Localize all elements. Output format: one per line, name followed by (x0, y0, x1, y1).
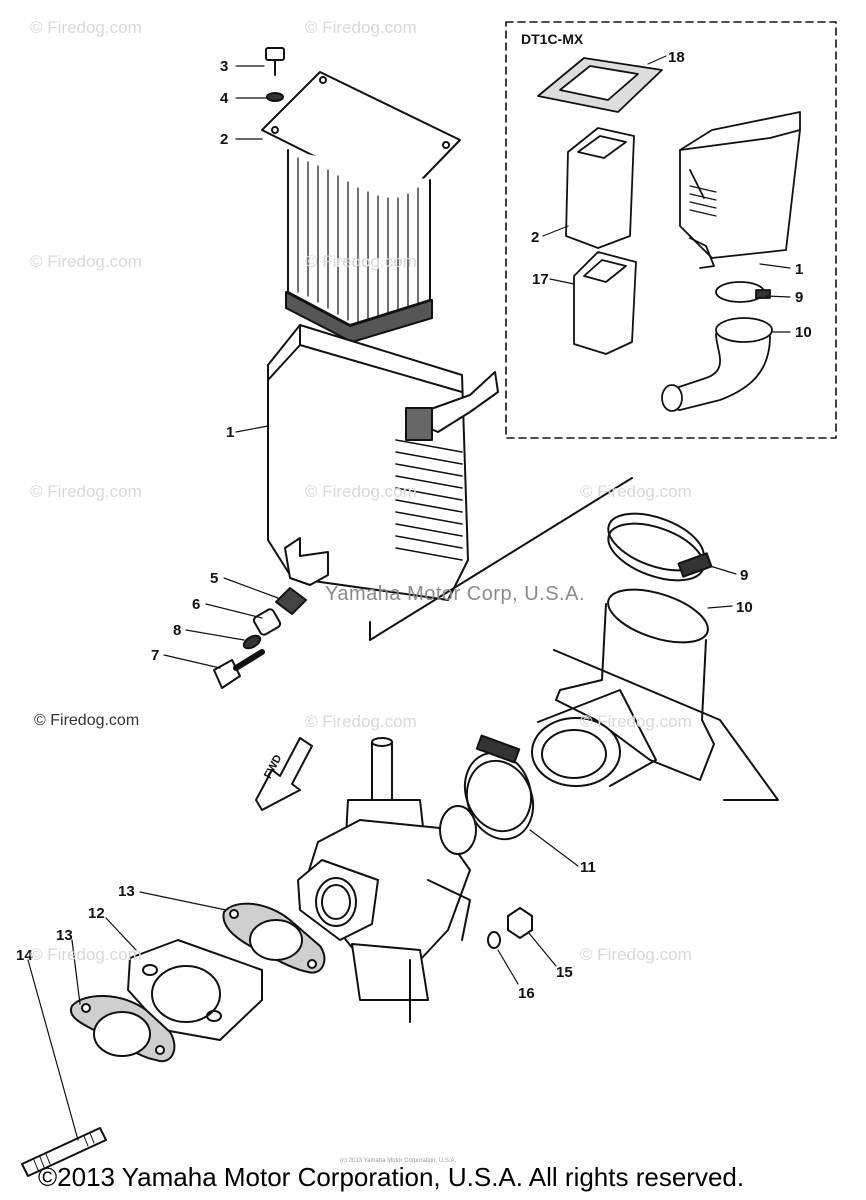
firedog-watermark: © Firedog.com (30, 252, 142, 271)
callout-10: 10 (736, 599, 753, 616)
callout-10-inset: 10 (795, 324, 812, 341)
callout-2: 2 (220, 131, 229, 148)
firedog-watermark: © Firedog.com (305, 712, 417, 731)
callout-14: 14 (16, 947, 33, 964)
callout-9: 9 (740, 567, 749, 584)
inset-title: DT1C-MX (521, 31, 584, 47)
firedog-watermark: © Firedog.com (305, 18, 417, 37)
firedog-watermark: © Firedog.com (580, 945, 692, 964)
callout-5: 5 (210, 570, 219, 587)
fwd-arrow (255, 737, 313, 811)
callout-18: 18 (668, 49, 685, 66)
callout-1: 1 (226, 424, 235, 441)
screw-part (265, 47, 285, 76)
callout-6: 6 (192, 596, 201, 613)
firedog-watermark-dark: © Firedog.com (34, 712, 140, 729)
firedog-watermark: © Firedog.com (580, 482, 692, 501)
nut-part (507, 907, 533, 939)
firedog-watermark: © Firedog.com (305, 482, 417, 501)
yamaha-watermark: Yamaha Motor Corp, U.S.A. (325, 583, 585, 605)
hose-clamp-9 (607, 512, 713, 582)
callout-3: 3 (220, 58, 229, 75)
callout-13-lower: 13 (56, 927, 73, 944)
washer-16 (487, 931, 501, 949)
firedog-watermark: © Firedog.com (30, 945, 142, 964)
callout-8: 8 (173, 622, 182, 639)
callout-1-inset: 1 (795, 261, 804, 278)
callout-4: 4 (220, 90, 229, 107)
inset-frame (505, 21, 837, 439)
callout-15: 15 (556, 964, 573, 981)
air-cleaner-case (267, 324, 499, 601)
gasket-13-upper (222, 902, 326, 974)
callout-17: 17 (532, 271, 549, 288)
air-filter-element (261, 71, 461, 343)
stud-bolt-14 (21, 1127, 107, 1177)
gasket-13-lower (69, 995, 176, 1063)
callout-13-upper: 13 (118, 883, 135, 900)
callout-7: 7 (151, 647, 160, 664)
small-print-watermark: (c) 2013 Yamaha Motor Corporation, U.S.A… (340, 1158, 457, 1164)
intake-joint-10 (531, 588, 779, 801)
callout-12: 12 (88, 905, 105, 922)
callout-11: 11 (580, 859, 596, 876)
firedog-watermark: © Firedog.com (30, 482, 142, 501)
firedog-watermark: © Firedog.com (580, 712, 692, 731)
washer-part (266, 92, 284, 102)
callout-2-inset: 2 (531, 229, 540, 246)
insulator-12 (127, 939, 263, 1041)
carburetor (297, 737, 477, 1023)
callout-9-inset: 9 (795, 289, 804, 306)
fastener-stack (213, 587, 307, 689)
copyright-footer: ©2013 Yamaha Motor Corporation, U.S.A. A… (38, 1162, 745, 1192)
firedog-watermark: © Firedog.com (30, 18, 142, 37)
carb-clamp-11 (463, 734, 535, 841)
callout-16: 16 (518, 985, 535, 1002)
leader-lines (27, 55, 791, 1141)
firedog-watermark: © Firedog.com (305, 252, 417, 271)
inset-parts (537, 57, 801, 412)
